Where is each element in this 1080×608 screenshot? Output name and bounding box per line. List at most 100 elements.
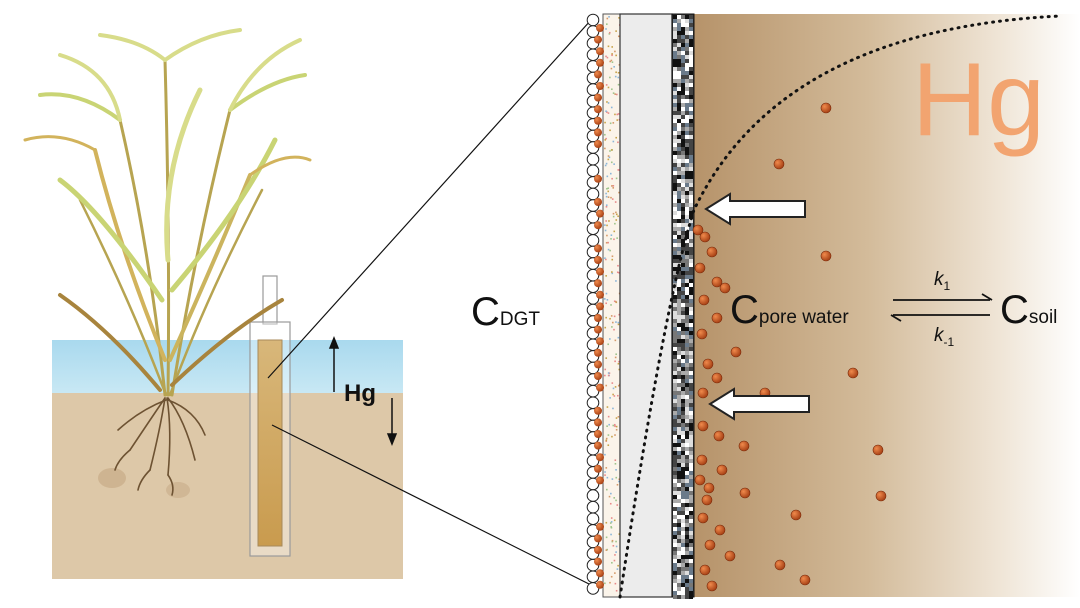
filter-pixel <box>685 115 689 119</box>
filter-pixel <box>673 199 677 203</box>
bound-hg-bead <box>596 24 604 32</box>
speckle <box>606 299 609 301</box>
filter-pixel <box>689 363 693 367</box>
filter-pixel <box>677 499 681 503</box>
filter-pixel <box>677 363 681 367</box>
filter-pixel <box>681 299 685 303</box>
filter-pixel <box>673 75 677 79</box>
speckle <box>617 336 620 339</box>
filter-pixel <box>681 163 685 167</box>
filter-pixel <box>685 191 689 195</box>
speckle <box>615 30 617 32</box>
filter-pixel <box>673 503 677 507</box>
filter-pixel <box>685 179 689 183</box>
filter-pixel <box>681 403 685 407</box>
filter-pixel <box>685 451 689 455</box>
filter-pixel <box>685 339 689 343</box>
speckle <box>616 483 619 486</box>
filter-pixel <box>673 515 677 519</box>
filter-pixel <box>689 183 693 187</box>
filter-pixel <box>681 503 685 507</box>
filter-pixel <box>685 463 689 467</box>
filter-pixel <box>673 15 677 19</box>
speckle <box>604 298 606 300</box>
filter-pixel <box>673 375 677 379</box>
speckle <box>618 272 621 274</box>
speckle <box>612 212 615 215</box>
filter-pixel <box>677 243 681 247</box>
filter-pixel <box>681 451 685 455</box>
filter-pixel <box>673 183 677 187</box>
speckle <box>610 526 612 528</box>
hg-flux-label: Hg <box>344 380 376 407</box>
filter-pixel <box>681 35 685 39</box>
speckle <box>606 56 609 59</box>
filter-pixel <box>685 87 689 91</box>
filter-pixel <box>673 395 677 399</box>
filter-pixel <box>673 67 677 71</box>
filter-pixel <box>677 339 681 343</box>
speckle <box>605 437 608 440</box>
filter-pixel <box>681 563 685 567</box>
c-soil-sub: soil <box>1028 307 1058 328</box>
filter-pixel <box>681 499 685 503</box>
filter-pixel <box>689 351 693 355</box>
filter-pixel <box>685 239 689 243</box>
filter-pixel <box>685 295 689 299</box>
speckle <box>614 356 617 359</box>
filter-pixel <box>677 283 681 287</box>
speckle <box>614 75 617 78</box>
speckle <box>615 589 618 592</box>
filter-pixel <box>673 443 677 447</box>
filter-pixel <box>673 579 677 583</box>
speckle <box>615 219 618 221</box>
filter-pixel <box>681 147 685 151</box>
hg-particle <box>703 482 715 494</box>
filter-pixel <box>689 339 693 343</box>
filter-pixel <box>681 155 685 159</box>
filter-pixel <box>689 343 693 347</box>
speckle <box>611 185 613 187</box>
filter-pixel <box>673 451 677 455</box>
filter-pixel <box>685 23 689 27</box>
zoom-panel <box>586 13 1080 599</box>
filter-pixel <box>689 95 693 99</box>
filter-pixel <box>689 287 693 291</box>
speckle <box>617 83 620 86</box>
filter-pixel <box>689 247 693 251</box>
filter-pixel <box>689 187 693 191</box>
filter-pixel <box>689 123 693 127</box>
filter-pixel <box>685 263 689 267</box>
bound-hg-bead <box>594 70 602 79</box>
filter-pixel <box>689 207 693 211</box>
filter-pixel <box>689 307 693 311</box>
bound-hg-bead <box>594 174 602 183</box>
filter-pixel <box>685 315 689 319</box>
filter-pixel <box>681 355 685 359</box>
filter-pixel <box>685 283 689 287</box>
filter-pixel <box>677 523 681 527</box>
filter-pixel <box>681 555 685 559</box>
speckle <box>606 101 608 103</box>
filter-pixel <box>689 219 693 223</box>
speckle <box>615 71 617 74</box>
filter-pixel <box>673 463 677 467</box>
filter-pixel <box>677 55 681 59</box>
filter-pixel <box>685 155 689 159</box>
soil-gradient <box>694 14 1080 597</box>
filter-pixel <box>689 399 693 403</box>
filter-pixel <box>689 115 693 119</box>
filter-pixel <box>677 267 681 271</box>
resin-bead <box>586 512 600 526</box>
filter-pixel <box>673 427 677 431</box>
speckle <box>607 102 610 104</box>
speckle <box>615 353 617 356</box>
filter-pixel <box>681 207 685 211</box>
speckle <box>607 45 610 48</box>
filter-pixel <box>681 411 685 415</box>
filter-pixel <box>677 191 681 195</box>
speckle <box>614 434 616 436</box>
filter-pixel <box>673 267 677 271</box>
filter-pixel <box>681 239 685 243</box>
filter-pixel <box>677 395 681 399</box>
